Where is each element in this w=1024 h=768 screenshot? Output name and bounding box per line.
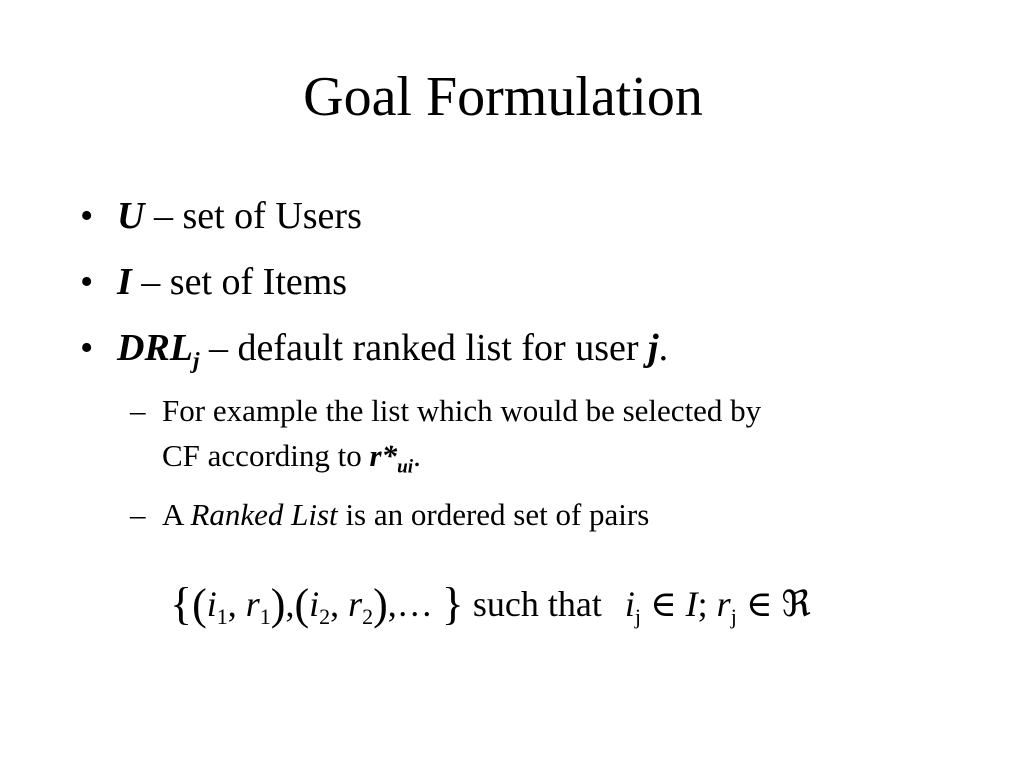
- formula-i: i: [206, 584, 217, 624]
- ranked-list-term: Ranked List: [190, 497, 338, 532]
- user-j-symbol: j: [648, 327, 659, 369]
- users-definition: – set of Users: [144, 195, 362, 237]
- formula-sub-1: 1: [216, 604, 228, 629]
- formula-r: r: [348, 584, 363, 624]
- formula-open-paren: (: [294, 580, 310, 629]
- drl-subscript: j: [193, 348, 200, 375]
- drl-end: .: [658, 327, 669, 369]
- formula-reals: ℜ: [781, 584, 811, 624]
- formula-comma: ,: [330, 584, 340, 624]
- formula-close-brace: }: [441, 578, 464, 629]
- example-line2: CF according to: [162, 438, 370, 473]
- slide-title: Goal Formulation: [303, 66, 703, 128]
- formula-sub-2: 2: [319, 604, 331, 629]
- formula-comma: ,: [227, 584, 237, 624]
- formula-sub-1: 1: [259, 604, 271, 629]
- items-definition: – set of Items: [131, 261, 348, 303]
- formula-sub-2: 2: [362, 604, 374, 629]
- formula-such-that: such that: [472, 584, 602, 624]
- formula-open-paren: (: [192, 580, 207, 629]
- subbullet-example-continued: CF according to r*ui.: [162, 433, 421, 490]
- formula-comma: ,: [285, 584, 295, 624]
- subbullet-marker: –: [130, 497, 146, 532]
- bullet-marker: •: [80, 327, 94, 369]
- r-star-symbol: r*: [369, 438, 398, 473]
- drl-definition: – default ranked list for user: [199, 327, 649, 369]
- example-end: .: [413, 438, 421, 473]
- formula-element-of: ∈: [650, 584, 677, 624]
- ranked-list-pre: A: [162, 497, 191, 532]
- formula-close-paren: ): [373, 580, 388, 629]
- subbullet-marker: –: [130, 393, 146, 428]
- formula-ellipsis: …: [396, 584, 433, 624]
- items-symbol: I: [117, 261, 132, 303]
- formula-i: i: [309, 584, 320, 624]
- formula-sub-j: j: [634, 604, 641, 629]
- bullet-users: • U – set of Users: [80, 193, 362, 239]
- bullet-marker: •: [80, 261, 94, 303]
- drl-symbol: DRL: [117, 327, 193, 369]
- formula-comma: ,: [387, 584, 397, 624]
- subbullet-example: –For example the list which would be sel…: [130, 388, 761, 433]
- ranked-list-post: is an ordered set of pairs: [337, 497, 650, 532]
- formula-set-i: I: [685, 584, 698, 624]
- formula-i: i: [624, 584, 635, 624]
- formula-semicolon: ;: [697, 584, 708, 624]
- formula-r: r: [245, 584, 260, 624]
- formula-r: r: [716, 584, 731, 624]
- formula-close-paren: ): [270, 580, 286, 629]
- formula-element-of: ∈: [745, 584, 773, 624]
- bullet-marker: •: [80, 195, 94, 237]
- ranked-list-formula: {(i1, r1),(i2, r2),… } such that ij ∈ I;…: [170, 576, 811, 645]
- users-symbol: U: [117, 195, 145, 237]
- formula-open-brace: {: [170, 578, 193, 629]
- subbullet-ranked-list: –A Ranked List is an ordered set of pair…: [130, 492, 649, 537]
- bullet-items: • I – set of Items: [80, 259, 347, 305]
- formula-sub-j: j: [730, 604, 737, 629]
- bullet-drl: •DRLj – default ranked list for user j.: [80, 325, 668, 384]
- example-line1: For example the list which would be sele…: [162, 393, 762, 428]
- r-star-subscript: ui: [397, 456, 414, 478]
